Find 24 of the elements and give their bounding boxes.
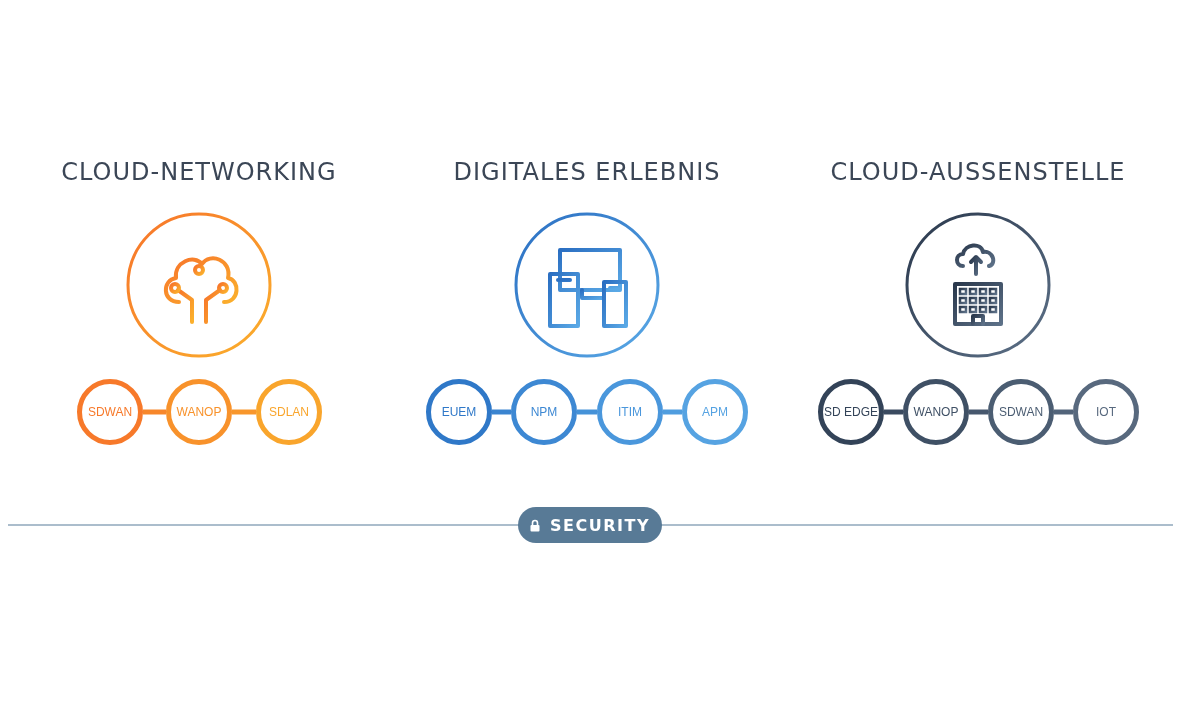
circle-node: SDLAN (256, 379, 322, 445)
connector-line (1054, 409, 1073, 415)
circle-node: SDWAN (77, 379, 143, 445)
column-heading: CLOUD-AUSSENSTELLE (829, 158, 1127, 186)
column-heading: DIGITALES ERLEBNIS (452, 158, 722, 186)
connector-line (884, 409, 903, 415)
circle-node: WANOP (166, 379, 232, 445)
circle-node: SD EDGE (818, 379, 884, 445)
circle-node: SDWAN (988, 379, 1054, 445)
column-heading: CLOUD-NETWORKING (60, 158, 338, 186)
connector-line (969, 409, 988, 415)
circle-node: ITIM (597, 379, 663, 445)
security-pill (518, 507, 662, 543)
circle-node: WANOP (903, 379, 969, 445)
connector-line (232, 409, 256, 415)
circle-node: APM (682, 379, 748, 445)
circle-node: IOT (1073, 379, 1139, 445)
circle-node: NPM (511, 379, 577, 445)
connector-line (663, 409, 682, 415)
connector-line (577, 409, 597, 415)
connector-line (492, 409, 511, 415)
circle-node: EUEM (426, 379, 492, 445)
connector-line (143, 409, 166, 415)
pill-label: SECURITY (550, 515, 650, 535)
